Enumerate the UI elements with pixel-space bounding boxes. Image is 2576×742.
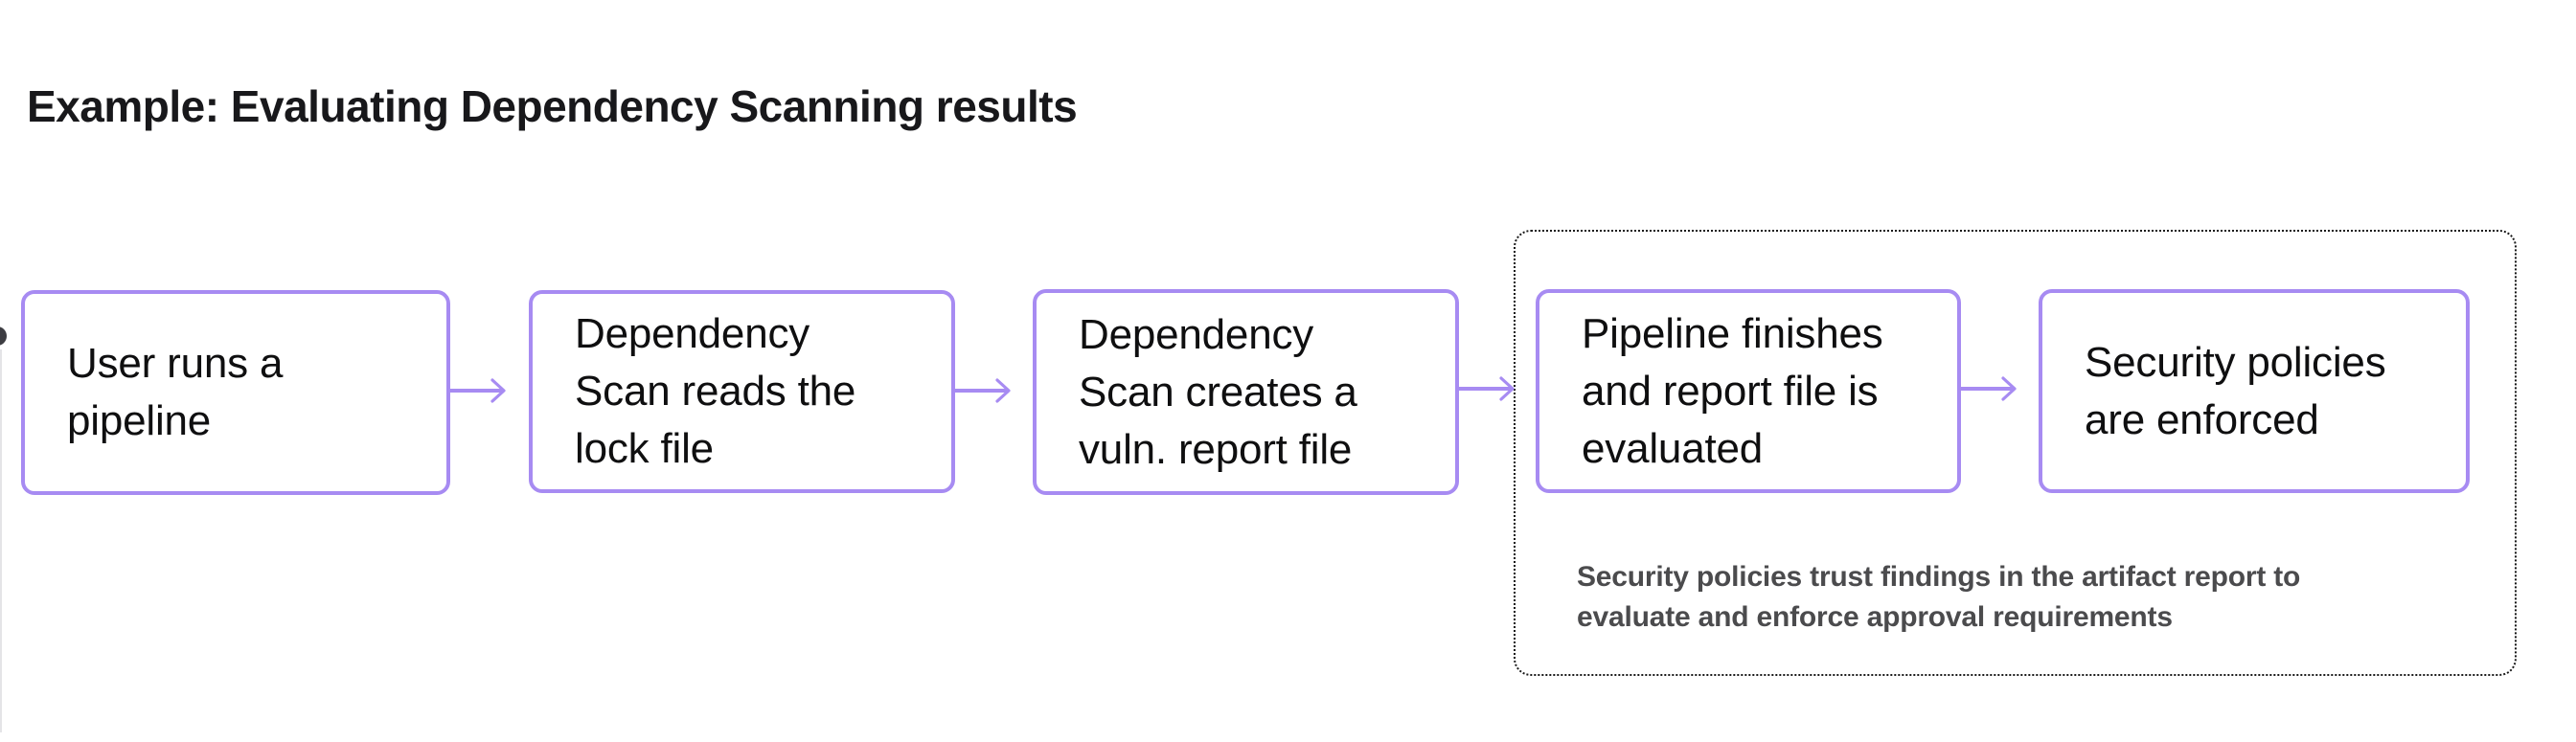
arrow-right-icon bbox=[1961, 376, 2017, 401]
flow-arrow-4 bbox=[1959, 371, 2028, 406]
policy-group-caption: Security policies trust findings in the … bbox=[1577, 561, 2301, 633]
flow-arrow-3 bbox=[1457, 371, 1526, 406]
node-dependency-scan-reads-lock-file: Dependency Scan reads the lock file bbox=[529, 290, 955, 493]
diagram-title: Example: Evaluating Dependency Scanning … bbox=[27, 81, 1078, 131]
clipped-edge-line bbox=[0, 349, 2, 732]
clipped-node-circle bbox=[0, 326, 7, 346]
node-user-runs-pipeline: User runs a pipeline bbox=[21, 290, 450, 495]
arrow-right-icon bbox=[450, 378, 506, 403]
flow-arrow-2 bbox=[953, 373, 1022, 408]
node-pipeline-finishes-report-evaluated: Pipeline finishes and report file is eva… bbox=[1536, 289, 1961, 493]
flow-arrow-1 bbox=[448, 373, 517, 408]
policy-evaluation-group-outline bbox=[1514, 230, 2517, 676]
node-label: Dependency Scan reads the lock file bbox=[575, 310, 856, 472]
node-label: Pipeline finishes and report file is eva… bbox=[1582, 309, 1883, 472]
node-dependency-scan-creates-report: Dependency Scan creates a vuln. report f… bbox=[1033, 289, 1459, 495]
node-label: User runs a pipeline bbox=[67, 340, 284, 444]
arrow-right-icon bbox=[955, 378, 1011, 403]
node-security-policies-enforced: Security policies are enforced bbox=[2039, 289, 2470, 493]
node-label: Security policies are enforced bbox=[2085, 338, 2386, 443]
node-label: Dependency Scan creates a vuln. report f… bbox=[1079, 310, 1357, 473]
arrow-right-icon bbox=[1459, 376, 1515, 401]
